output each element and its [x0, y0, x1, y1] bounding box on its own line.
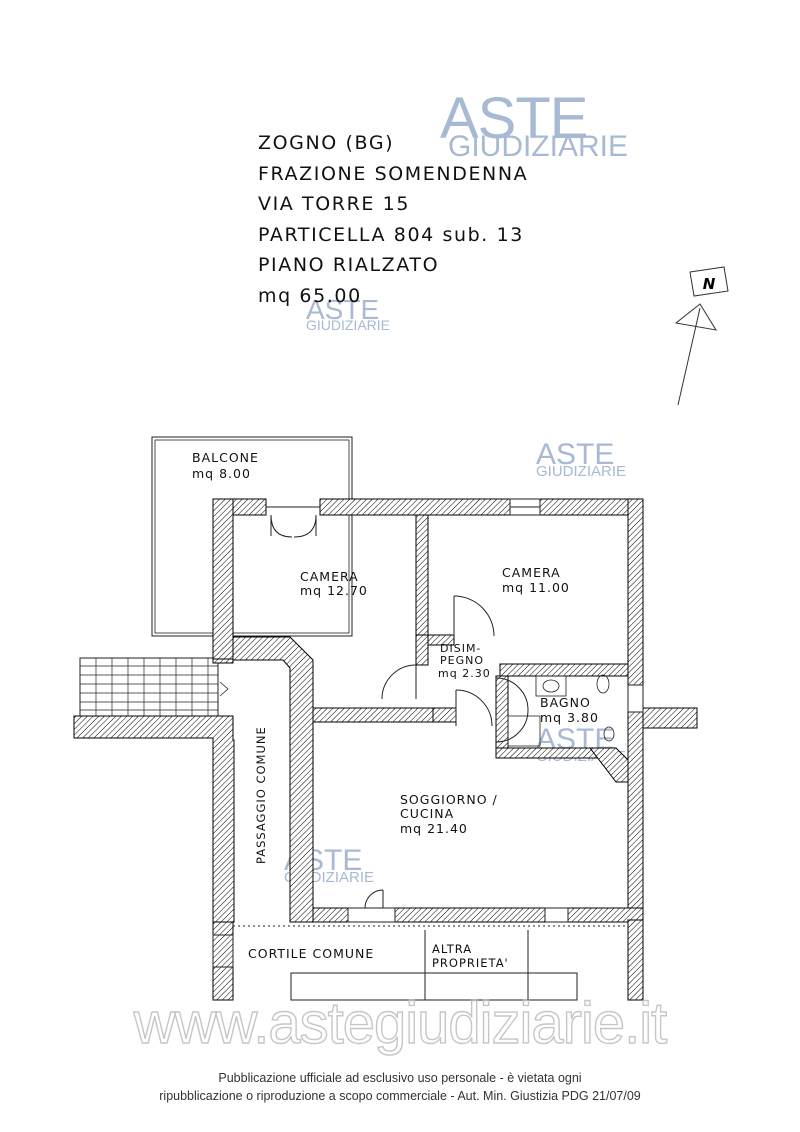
walls [73, 498, 698, 1001]
property-header: ZOGNO (BG) FRAZIONE SOMENDENNA VIA TORRE… [258, 128, 528, 311]
header-total-area: mq 65.00 [258, 284, 362, 307]
doors [212, 498, 644, 968]
soggiorno-name-1: SOGGIORNO / [400, 792, 498, 807]
north-arrow-icon: N [674, 266, 729, 406]
aste-watermark-small-1: ASTE GIUDIZIARIE [306, 294, 391, 333]
aste-watermark-word: ASTE [306, 294, 380, 325]
balcone-outline [151, 436, 353, 637]
camera2-name: CAMERA [502, 565, 561, 580]
header-address: VIA TORRE 15 [258, 193, 411, 215]
balcone-name: BALCONE [192, 450, 259, 465]
cortile-lines [233, 925, 628, 1001]
aste-watermark-word: ASTE [440, 86, 589, 151]
soggiorno-name-2: CUCINA [400, 806, 454, 821]
aste-watermark-small-2: ASTE GIUDIZIARIE [536, 438, 627, 480]
footer-line-2: ripubblicazione o riproduzione a scopo c… [159, 1089, 641, 1103]
camera1-name: CAMERA [300, 569, 359, 584]
external-stairs [79, 657, 229, 717]
altra-proprieta-label-2: PROPRIETA' [432, 956, 509, 970]
disimpegno-name-1: DISIM- [440, 642, 481, 655]
passaggio-comune-label: PASSAGGIO COMUNE [254, 726, 268, 864]
altra-proprieta-label-1: ALTRA [432, 942, 472, 956]
header-particella: PARTICELLA 804 sub. 13 [258, 223, 524, 246]
header-floor: PIANO RIALZATO [258, 254, 440, 276]
disimpegno-name-2: PEGNO [440, 654, 484, 667]
camera2-area: mq 11.00 [502, 580, 570, 595]
soggiorno-area: mq 21.40 [400, 821, 468, 836]
north-label: N [703, 275, 716, 293]
balcone-area: mq 8.00 [192, 466, 251, 481]
cortile-comune-label: CORTILE COMUNE [248, 946, 374, 961]
aste-watermark-top: ASTE GIUDIZIARIE [440, 90, 628, 162]
header-town: ZOGNO (BG) [258, 132, 395, 154]
aste-watermark-word: ASTE [536, 438, 615, 471]
footer-line-1: Pubblicazione ufficiale ad esclusivo uso… [218, 1071, 582, 1085]
header-frazione: FRAZIONE SOMENDENNA [258, 162, 529, 185]
bagno-area: mq 3.80 [540, 710, 599, 725]
camera1-area: mq 12.70 [300, 583, 368, 598]
bathroom-fixtures [507, 674, 615, 747]
giudiziarie-watermark-word: GIUDIZIARIE [536, 463, 627, 480]
disimpegno-area: mq 2.30 [438, 667, 491, 680]
giudiziarie-watermark-word: GIUDIZIARIE [448, 130, 629, 163]
site-watermark: www.astegiudiziarie.it [133, 990, 668, 1056]
bagno-name: BAGNO [540, 695, 591, 710]
giudiziarie-watermark-word: GIUDIZIARIE [306, 317, 391, 333]
